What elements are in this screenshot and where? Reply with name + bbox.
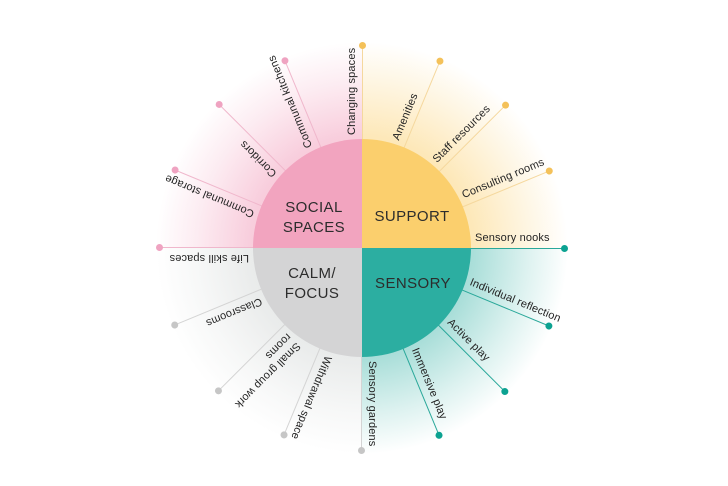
spoke-line bbox=[159, 247, 254, 249]
spoke-line bbox=[361, 45, 363, 140]
spoke-label: Small group work rooms bbox=[232, 330, 303, 411]
spoke-label: Consulting rooms bbox=[460, 156, 547, 202]
quadrant-label-calm-focus: CALM/ FOCUS bbox=[284, 265, 340, 302]
spoke-dot bbox=[358, 447, 366, 455]
spoke-label: Withdrawal space bbox=[288, 353, 334, 441]
spoke-dot bbox=[561, 244, 569, 252]
spoke-line bbox=[218, 104, 286, 172]
spoke-dot bbox=[155, 244, 163, 252]
spoke-label: Sensory nooks bbox=[475, 232, 550, 244]
spoke-line bbox=[361, 356, 363, 451]
spoke-label: Individual reflection bbox=[467, 276, 563, 325]
spoke-line bbox=[438, 324, 506, 392]
spoke-label: Communal storage bbox=[163, 171, 257, 220]
quadrant-circle bbox=[253, 139, 471, 357]
spoke-label: Active play bbox=[444, 316, 492, 364]
spoke-label: Life skill spaces bbox=[169, 252, 249, 264]
spoke-label: Communal kitchens bbox=[266, 53, 316, 150]
spoke-label: Staff resources bbox=[430, 103, 493, 166]
quadrant-label-support: SUPPORT bbox=[374, 208, 450, 225]
spoke-label: Sensory gardens bbox=[366, 361, 378, 447]
spoke-dot bbox=[435, 430, 445, 441]
quadrant-label-sensory: SENSORY bbox=[375, 275, 451, 292]
spoke-label: Changing spaces bbox=[346, 47, 358, 135]
quadrant-label-social-spaces: SOCIAL SPACES bbox=[282, 199, 346, 236]
spoke-line bbox=[470, 247, 565, 249]
spoke-label: Amenities bbox=[390, 91, 421, 143]
spoke-dot bbox=[358, 41, 366, 49]
